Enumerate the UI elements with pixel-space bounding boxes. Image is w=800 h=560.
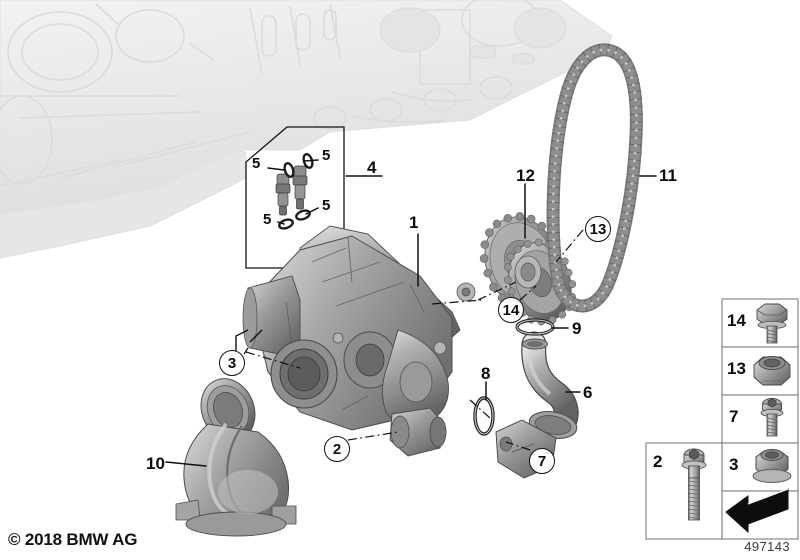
legend-number-14: 14 xyxy=(727,311,746,330)
engine-block-ghost-bores xyxy=(379,7,567,65)
legend-icon-flange-nut xyxy=(752,449,792,483)
callout-10: 10 xyxy=(146,454,165,473)
o-ring-9 xyxy=(515,318,555,336)
engine-block-ghost xyxy=(0,0,613,259)
callout-7-circled: 7 xyxy=(529,448,555,474)
callout-11: 11 xyxy=(659,166,677,185)
leader-ticks xyxy=(235,329,263,352)
callout-5-d: 5 xyxy=(263,211,272,228)
leader-lines xyxy=(165,159,657,467)
legend-number-2: 2 xyxy=(653,452,663,471)
callout-2-circled: 2 xyxy=(324,436,350,462)
callout-6: 6 xyxy=(583,383,593,402)
o-ring-8 xyxy=(473,396,495,436)
callout-8: 8 xyxy=(481,364,491,383)
callout-5-b: 5 xyxy=(322,147,331,164)
drive-chain xyxy=(546,43,643,313)
legend-icon-hex-bolt xyxy=(756,303,788,344)
legend-number-3: 3 xyxy=(729,455,739,474)
oil-pump-housing xyxy=(242,225,476,457)
assembly-axis-lines xyxy=(243,229,584,451)
callout-1: 1 xyxy=(409,213,419,232)
legend-icon-hex-nut xyxy=(753,356,791,386)
callout-4: 4 xyxy=(367,158,377,177)
legend-icon-socket-bolt-long xyxy=(681,448,707,521)
legend-number-7: 7 xyxy=(729,407,739,426)
callout-5-a: 5 xyxy=(252,155,261,172)
legend-icon-bent-arrow xyxy=(725,488,789,534)
copyright-notice: © 2018 BMW AG xyxy=(8,530,138,549)
oil-suction-pipe xyxy=(175,378,297,537)
pressure-control-valves xyxy=(275,153,314,230)
callout-14-circled: 14 xyxy=(498,297,524,323)
callout-5-c: 5 xyxy=(322,197,331,214)
callout-9: 9 xyxy=(572,319,582,338)
legend-icon-socket-bolt-short xyxy=(760,398,784,437)
callout-3-circled: 3 xyxy=(219,350,245,376)
callout-12: 12 xyxy=(516,166,535,185)
sprocket-hub xyxy=(514,255,542,289)
reference-number: 497143 xyxy=(744,539,790,554)
callout-13-circled: 13 xyxy=(585,216,611,242)
legend-number-13: 13 xyxy=(727,359,746,378)
